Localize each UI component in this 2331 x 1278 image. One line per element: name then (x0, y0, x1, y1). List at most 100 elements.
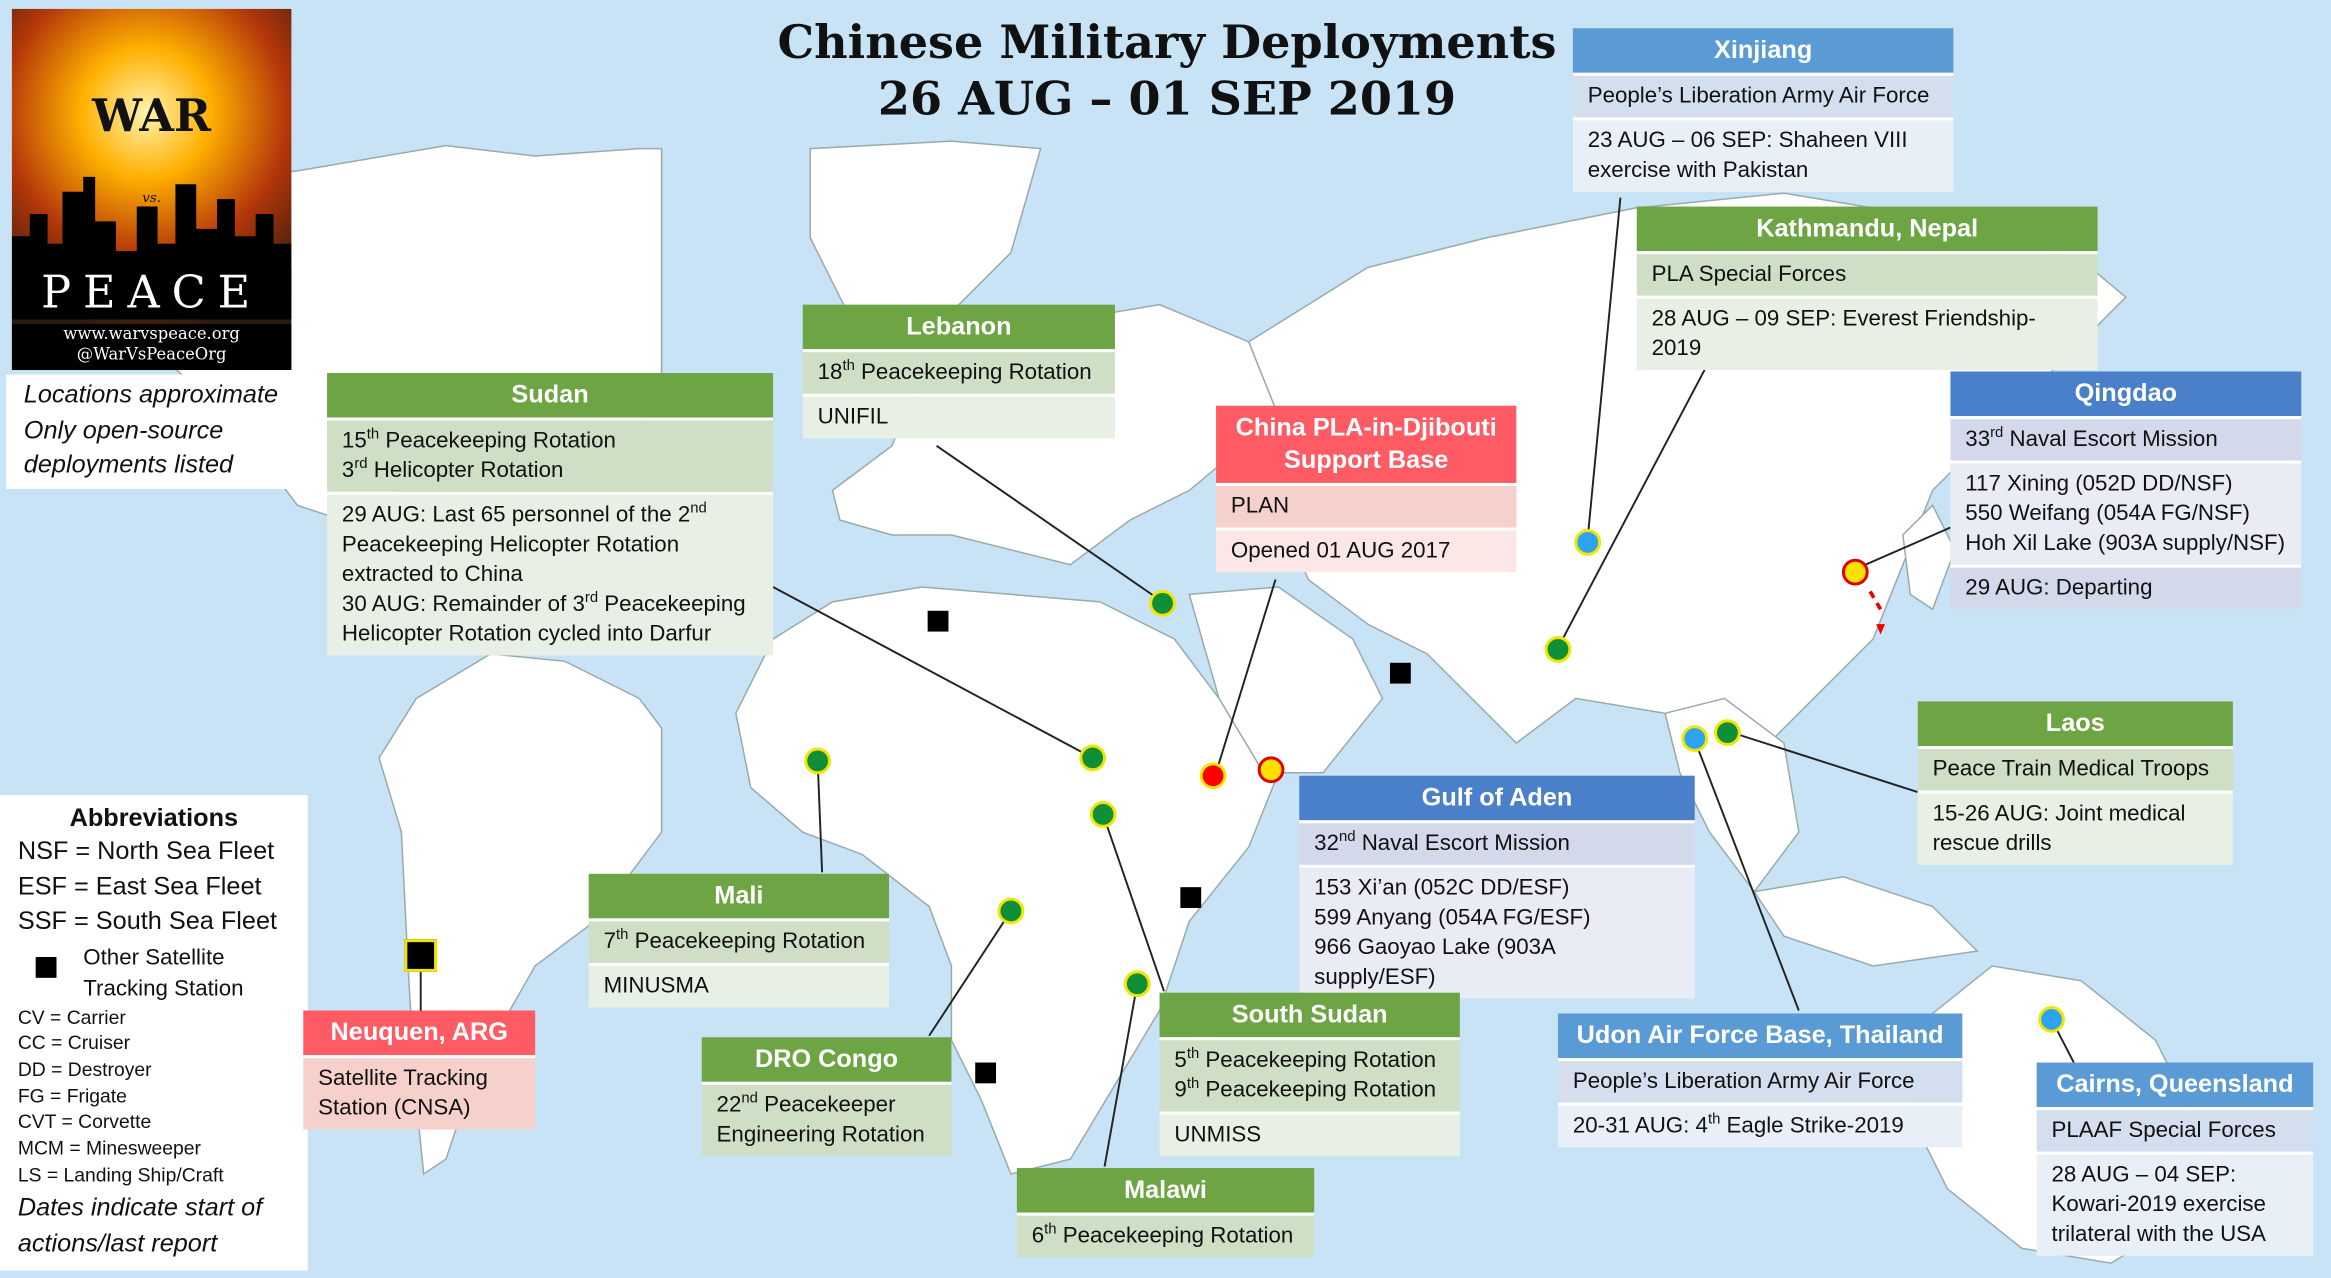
logo-website: www.warvspeace.org (63, 323, 240, 344)
djibouti-marker[interactable] (1199, 762, 1227, 790)
callout-row: UNIFIL (802, 393, 1115, 439)
neuquen-station-marker[interactable] (404, 939, 438, 972)
thailand-marker[interactable] (1681, 725, 1709, 752)
mali-callout: Mali 7th Peacekeeping Rotation MINUSMA (588, 873, 889, 1008)
callout-row: UNMISS (1159, 1111, 1460, 1157)
callout-row: 20-31 AUG: 4th Eagle Strike-2019 (1557, 1102, 1963, 1148)
gulf-of-aden-callout: Gulf of Aden 32nd Naval Escort Mission 1… (1299, 775, 1695, 999)
satellite-station-marker[interactable] (1389, 662, 1411, 684)
callout-row: 33rd Naval Escort Mission (1950, 416, 2302, 461)
legend-item: SSF = South Sea Fleet (17, 906, 278, 935)
callout-row: 153 Xi’an (052C DD/ESF) 599 Anyang (054A… (1299, 864, 1695, 999)
city-skyline-icon (11, 176, 292, 296)
callout-title: South Sudan (1159, 992, 1460, 1038)
disclaimer-note: Locations approximate Only open-source d… (5, 374, 345, 489)
laos-callout: Laos Peace Train Medical Troops 15-26 AU… (1917, 701, 2233, 865)
callout-row: 29 AUG: Departing (1950, 564, 2302, 610)
callout-title: Udon Air Force Base, Thailand (1557, 1013, 1963, 1059)
callout-row: Satellite Tracking Station (CNSA) (303, 1055, 536, 1130)
gulf-of-aden-marker[interactable] (1257, 756, 1285, 784)
callout-row: 7th Peacekeeping Rotation (588, 918, 889, 963)
qingdao-callout: Qingdao 33rd Naval Escort Mission 117 Xi… (1950, 371, 2302, 610)
callout-row: Peace Train Medical Troops (1917, 745, 2233, 791)
callout-title: Laos (1917, 701, 2233, 746)
legend-item: NSF = North Sea Fleet (17, 836, 275, 865)
callout-title: Xinjiang (1572, 28, 1954, 73)
callout-title: Sudan (327, 372, 774, 418)
legend-item: ESF = East Sea Fleet (17, 871, 262, 900)
legend-item: Other Satellite (83, 944, 225, 970)
callout-row: PLAN (1216, 482, 1517, 528)
cairns-callout: Cairns, Queensland PLAAF Special Forces … (2036, 1062, 2314, 1256)
djibouti-callout: China PLA-in-Djibouti Support Base PLAN … (1216, 405, 1517, 573)
xinjiang-callout: Xinjiang People’s Liberation Army Air Fo… (1572, 28, 1954, 192)
callout-row: 28 AUG – 04 SEP: Kowari-2019 exercise tr… (2036, 1151, 2314, 1256)
nepal-callout: Kathmandu, Nepal PLA Special Forces 28 A… (1636, 206, 2098, 371)
legend-item: CV = Carrier (17, 1005, 126, 1028)
callout-title: DRO Congo (701, 1037, 952, 1082)
cairns-marker[interactable] (2038, 1006, 2065, 1033)
callout-row: 23 AUG – 06 SEP: Shaheen VIII exercise w… (1572, 117, 1954, 192)
logo-web: www.warvspeace.org @WarVsPeaceOrg (11, 323, 292, 371)
callout-title: Kathmandu, Nepal (1636, 206, 2098, 252)
black-square-icon (35, 956, 57, 978)
callout-row: 18th Peacekeeping Rotation (802, 349, 1115, 394)
legend-item: Tracking Station (83, 975, 244, 1001)
mali-marker[interactable] (804, 747, 832, 775)
sudan-marker[interactable] (1079, 744, 1107, 772)
callout-title: Cairns, Queensland (2036, 1062, 2314, 1108)
callout-title: Lebanon (802, 304, 1115, 350)
note-line: Locations approximate (23, 380, 279, 409)
logo-peace-text: PEACE (11, 267, 292, 320)
south-sudan-marker[interactable] (1089, 800, 1117, 828)
callout-row: 5th Peacekeeping Rotation 9th Peacekeepi… (1159, 1037, 1460, 1112)
satellite-legend: Other Satellite Tracking Station (0, 941, 308, 1003)
callout-row: 22nd Peacekeeper Engineering Rotation (701, 1081, 952, 1157)
neuquen-callout: Neuquen, ARG Satellite Tracking Station … (303, 1010, 536, 1130)
congo-marker[interactable] (997, 897, 1025, 925)
legend-item: DD = Destroyer (17, 1057, 152, 1081)
logo-handle: @WarVsPeaceOrg (76, 344, 227, 365)
callout-row: 29 AUG: Last 65 personnel of the 2nd Pea… (327, 491, 774, 656)
abbreviations-heading: Abbreviations (69, 803, 239, 833)
callout-title: China PLA-in-Djibouti Support Base (1216, 405, 1517, 483)
legend-item: CC = Cruiser (17, 1031, 131, 1054)
legend-item: FG = Frigate (17, 1084, 127, 1107)
callout-row: 117 Xining (052D DD/NSF) 550 Weifang (05… (1950, 460, 2302, 565)
sudan-callout: Sudan 15th Peacekeeping Rotation 3rd Hel… (327, 372, 774, 656)
callout-row: 28 AUG – 09 SEP: Everest Friendship-2019 (1636, 295, 2098, 371)
callout-title: Gulf of Aden (1299, 775, 1695, 821)
legend-item: MCM = Minesweeper (17, 1136, 201, 1160)
callout-row: People’s Liberation Army Air Force (1557, 1058, 1963, 1103)
callout-title: Neuquen, ARG (303, 1010, 536, 1056)
callout-row: 15-26 AUG: Joint medical rescue drills (1917, 790, 2233, 865)
note-line: Only open-source (23, 415, 224, 444)
callout-title: Malawi (1016, 1168, 1315, 1213)
callout-row: 32nd Naval Escort Mission (1299, 820, 1695, 865)
title-line-2: 26 AUG – 01 SEP 2019 (877, 72, 1457, 127)
qingdao-marker[interactable] (1841, 558, 1869, 586)
callout-row: 6th Peacekeeping Rotation (1016, 1212, 1315, 1258)
satellite-station-marker[interactable] (927, 610, 949, 632)
legend-item: CVT = Corvette (17, 1110, 152, 1133)
legend-footer: Dates indicate start of actions/last rep… (17, 1193, 263, 1258)
lebanon-callout: Lebanon 18th Peacekeeping Rotation UNIFI… (802, 304, 1115, 439)
malawi-callout: Malawi 6th Peacekeeping Rotation (1016, 1168, 1315, 1258)
laos-marker[interactable] (1714, 719, 1741, 746)
satellite-station-marker[interactable] (1180, 887, 1202, 908)
south-sudan-callout: South Sudan 5th Peacekeeping Rotation 9t… (1159, 992, 1460, 1157)
satellite-station-marker[interactable] (975, 1062, 997, 1084)
lebanon-marker[interactable] (1149, 589, 1176, 617)
xinjiang-marker[interactable] (1574, 529, 1602, 556)
congo-callout: DRO Congo 22nd Peacekeeper Engineering R… (701, 1037, 952, 1157)
note-line: deployments listed (23, 450, 234, 479)
thailand-callout: Udon Air Force Base, Thailand People’s L… (1557, 1013, 1963, 1148)
callout-row: MINUSMA (588, 962, 889, 1008)
title-line-1: Chinese Military Deployments (777, 16, 1557, 70)
nepal-marker[interactable] (1544, 636, 1572, 663)
page-title: Chinese Military Deployments 26 AUG – 01… (743, 15, 1590, 128)
callout-row: PLA Special Forces (1636, 251, 2098, 296)
malawi-marker[interactable] (1123, 970, 1151, 998)
